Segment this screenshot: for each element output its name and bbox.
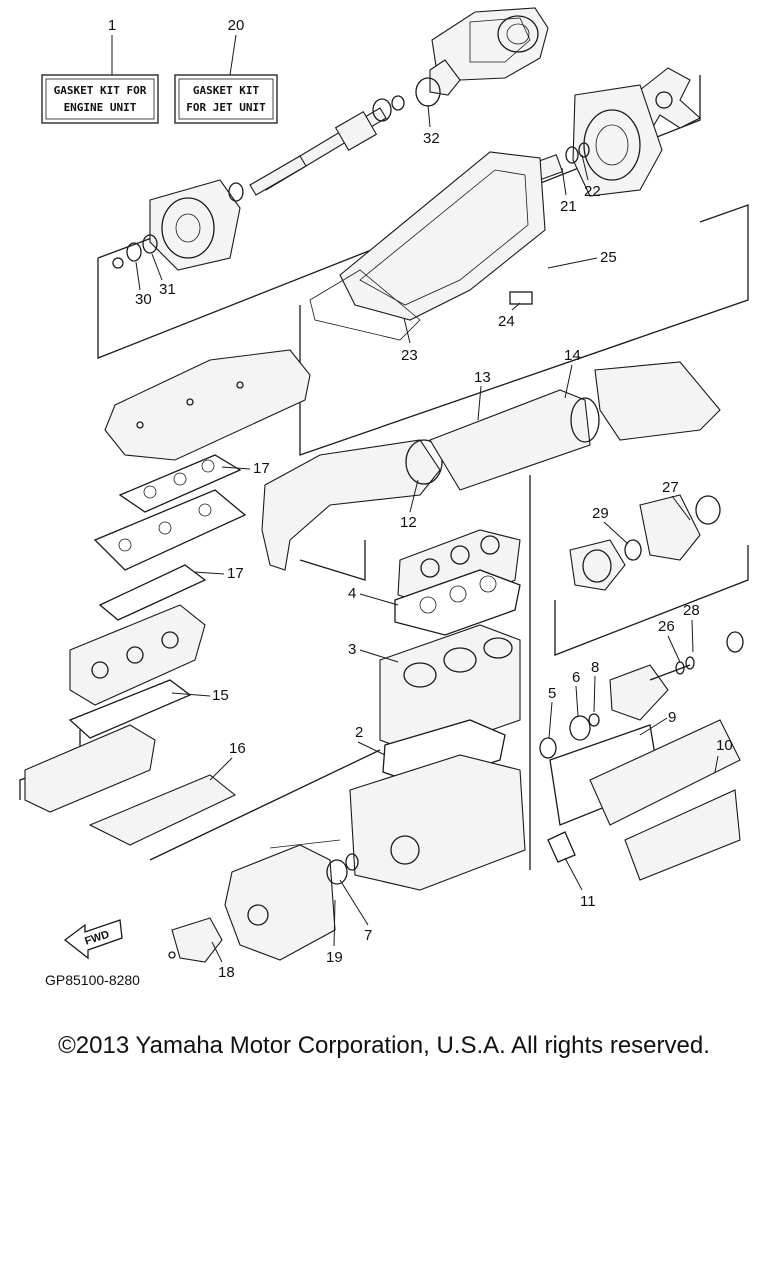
exhaust-frame — [299, 475, 749, 870]
seal-plate-11 — [547, 831, 576, 863]
callout-21: 21 — [560, 198, 577, 215]
head-gasket — [394, 569, 521, 636]
callout-31: 31 — [159, 281, 176, 298]
callout-27: 27 — [662, 479, 679, 496]
callout-16: 16 — [229, 740, 246, 757]
intake-frame — [299, 204, 749, 456]
copyright-notice: ©2013 Yamaha Motor Corporation, U.S.A. A… — [58, 1032, 710, 1059]
callout-17-upper: 17 — [253, 460, 270, 477]
intake-duct — [309, 151, 546, 341]
callout-2: 2 — [355, 724, 363, 741]
exhaust-pipe — [261, 361, 721, 571]
callout-12: 12 — [400, 514, 417, 531]
callout-19: 19 — [326, 949, 343, 966]
manifold-gasket-upper — [118, 454, 242, 513]
flywheel-cover — [224, 839, 359, 961]
callout-13: 13 — [474, 369, 491, 386]
base-gasket — [382, 719, 506, 786]
crankshaft-end — [539, 631, 744, 759]
duct-intake-housing — [149, 179, 244, 271]
callout-24: 24 — [498, 313, 515, 330]
callout-5: 5 — [548, 685, 556, 702]
manifold-gasket-lower — [98, 564, 207, 621]
exhaust-chamber — [104, 349, 311, 461]
callout-29: 29 — [592, 505, 609, 522]
cylinder-block — [379, 624, 521, 756]
exhaust-manifold — [93, 489, 247, 571]
callout-15: 15 — [212, 687, 229, 704]
reed-valves — [88, 774, 237, 846]
exhaust-cover-plate — [549, 719, 741, 881]
callout-10: 10 — [716, 737, 733, 754]
pump-housing — [572, 84, 663, 197]
callout-22: 22 — [584, 183, 601, 200]
callout-28: 28 — [683, 602, 700, 619]
exploded-parts-diagram: GASKET KIT FOR ENGINE UNIT 1 GASKET KIT … — [19, 7, 749, 988]
callout-11: 11 — [580, 893, 596, 910]
drive-shaft-assembly — [249, 77, 441, 196]
callout-32: 32 — [423, 130, 440, 147]
callout-14: 14 — [564, 347, 581, 364]
seal-parts-left — [112, 234, 158, 269]
oil-pump — [168, 917, 223, 963]
callout-9: 9 — [668, 709, 676, 726]
carb-gasket — [68, 679, 192, 739]
callout-23: 23 — [401, 347, 418, 364]
callout-3: 3 — [348, 641, 356, 658]
gasket-kit-engine-label[interactable]: GASKET KIT FOR ENGINE UNIT — [41, 74, 159, 124]
callout-20: 20 — [228, 17, 245, 34]
callout-4: 4 — [348, 585, 356, 602]
kit-engine-line2: ENGINE UNIT — [64, 101, 137, 114]
bearing-housing — [639, 494, 721, 561]
plate-24 — [509, 291, 533, 305]
kit-jet-line1: GASKET KIT — [193, 84, 260, 97]
oil-seal-housing — [569, 539, 642, 591]
gasket-kit-jet-label[interactable]: GASKET KIT FOR JET UNIT — [174, 74, 278, 124]
callout-6: 6 — [572, 669, 580, 686]
kit-engine-line1: GASKET KIT FOR — [54, 84, 147, 97]
callout-30: 30 — [135, 291, 152, 308]
fwd-arrow: FWD — [63, 919, 123, 960]
intake-manifold — [24, 724, 156, 813]
callout-18: 18 — [218, 964, 235, 981]
kit-jet-line2: FOR JET UNIT — [186, 101, 266, 114]
callout-25: 25 — [600, 249, 617, 266]
callout-26: 26 — [658, 618, 675, 635]
callout-7: 7 — [364, 927, 372, 944]
jet-pump-nozzle — [429, 7, 549, 96]
callout-17-lower: 17 — [227, 565, 244, 582]
drawing-code: GP85100-8280 — [45, 972, 140, 988]
crankcase — [349, 754, 526, 891]
callout-8: 8 — [591, 659, 599, 676]
callout-1: 1 — [108, 17, 116, 34]
carburetors — [69, 604, 206, 706]
callouts: 2 3 4 5 6 7 8 9 10 11 12 13 14 15 16 17 … — [135, 104, 733, 981]
